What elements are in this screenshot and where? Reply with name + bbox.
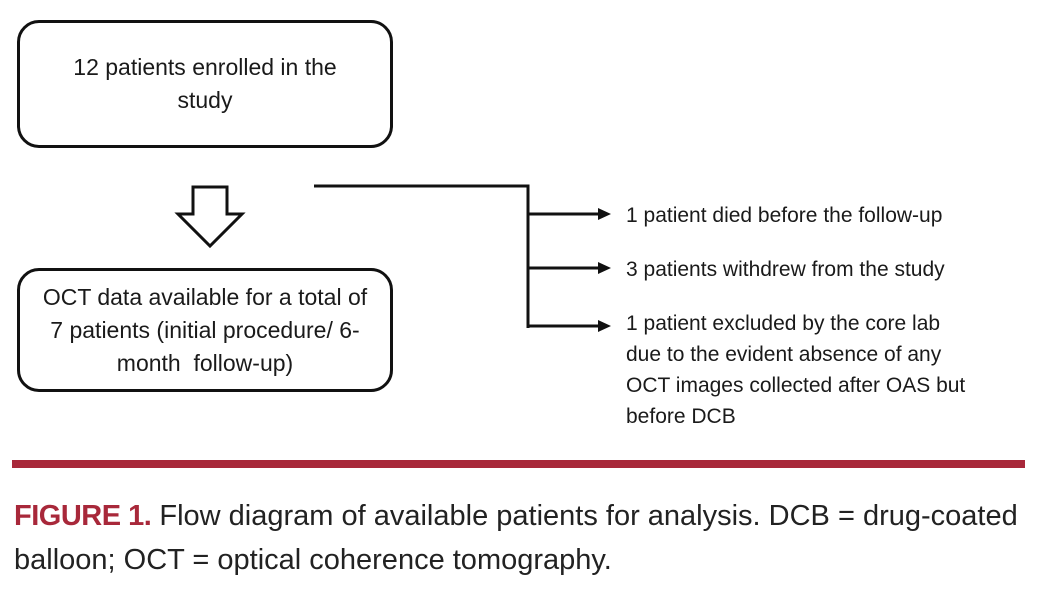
exclusion-3-line-1: 1 patient excluded by the core lab — [626, 312, 941, 335]
exclusion-3-line-2: due to the evident absence of any — [626, 343, 942, 366]
figure-caption: FIGURE 1. Flow diagram of available pati… — [14, 494, 1029, 582]
arrowhead-3-icon — [598, 320, 611, 332]
analysis-box: OCT data available for a total of 7 pati… — [17, 268, 393, 392]
exclusion-1-line-1: 1 patient died before the follow-up — [626, 204, 943, 227]
analysis-line-2: 7 patients (initial procedure/ 6- — [50, 316, 360, 343]
caption-divider — [12, 460, 1025, 468]
enrolled-box: 12 patients enrolled in the study — [17, 20, 393, 148]
caption-text: Flow diagram of available patients for a… — [14, 500, 1018, 576]
enrolled-line-2: study — [177, 87, 233, 113]
analysis-line-3: month follow-up) — [116, 349, 294, 376]
exclusion-3-line-4: before DCB — [626, 405, 736, 428]
caption-label: FIGURE 1. — [14, 500, 152, 532]
arrowhead-1-icon — [598, 208, 611, 220]
exclusion-core-lab: 1 patient excluded by the core lab due t… — [626, 308, 1026, 432]
exclusion-2-line-1: 3 patients withdrew from the study — [626, 258, 945, 281]
exclusion-3-line-3: OCT images collected after OAS but — [626, 374, 966, 397]
enrolled-line-1: 12 patients enrolled in the — [73, 54, 337, 80]
flow-connectors — [174, 184, 611, 332]
down-arrow-icon — [174, 185, 246, 249]
exclusion-withdrew: 3 patients withdrew from the study — [626, 254, 945, 285]
exclusion-died: 1 patient died before the follow-up — [626, 200, 942, 231]
arrowhead-2-icon — [598, 262, 611, 274]
analysis-line-1: OCT data available for a total of — [42, 283, 368, 310]
